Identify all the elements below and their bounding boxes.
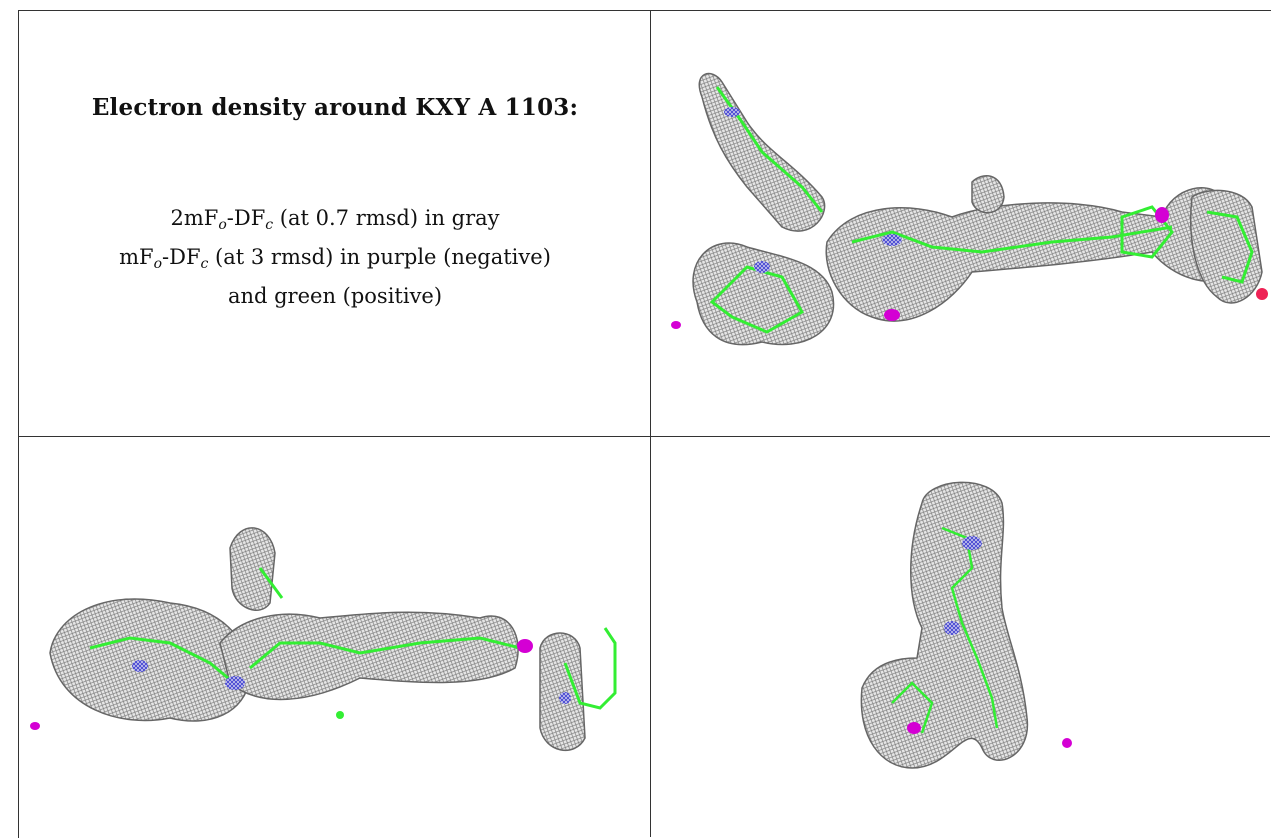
grid-vertical-divider	[650, 10, 651, 837]
legend-line-3: and green (positive)	[227, 284, 443, 308]
electron-density-view-1	[671, 72, 1268, 346]
grid-horizontal-divider	[18, 436, 1270, 437]
legend-line-1-post: (at 0.7 rmsd) in gray	[273, 206, 500, 230]
legend-line-2: mFo-DFc (at 3 rmsd) in purple (negative)	[20, 241, 650, 280]
legend-line-2-sub2: c	[200, 256, 209, 272]
legend-line-2-pre: mF	[119, 245, 154, 269]
electron-density-view-2	[30, 527, 617, 752]
figure-grid	[18, 10, 1271, 838]
electron-density-view-3	[860, 481, 1072, 769]
caption-cell: Electron density around KXY A 1103: 2mFo…	[20, 12, 650, 436]
legend-line-1: 2mFo-DFc (at 0.7 rmsd) in gray	[20, 202, 650, 241]
caption-title: Electron density around KXY A 1103:	[91, 94, 579, 121]
legend-line-2-mid: -DF	[162, 245, 201, 269]
legend-line-1-pre: 2mF	[170, 206, 219, 230]
legend-line-1-sub1: o	[218, 217, 227, 233]
legend-line-1-sub2: c	[265, 217, 274, 233]
legend-line-2-post: (at 3 rmsd) in purple (negative)	[208, 245, 551, 269]
legend-line-1-mid: -DF	[226, 206, 266, 230]
legend-line-2-sub1: o	[153, 256, 163, 272]
caption-legend: 2mFo-DFc (at 0.7 rmsd) in gray mFo-DFc (…	[20, 202, 650, 312]
